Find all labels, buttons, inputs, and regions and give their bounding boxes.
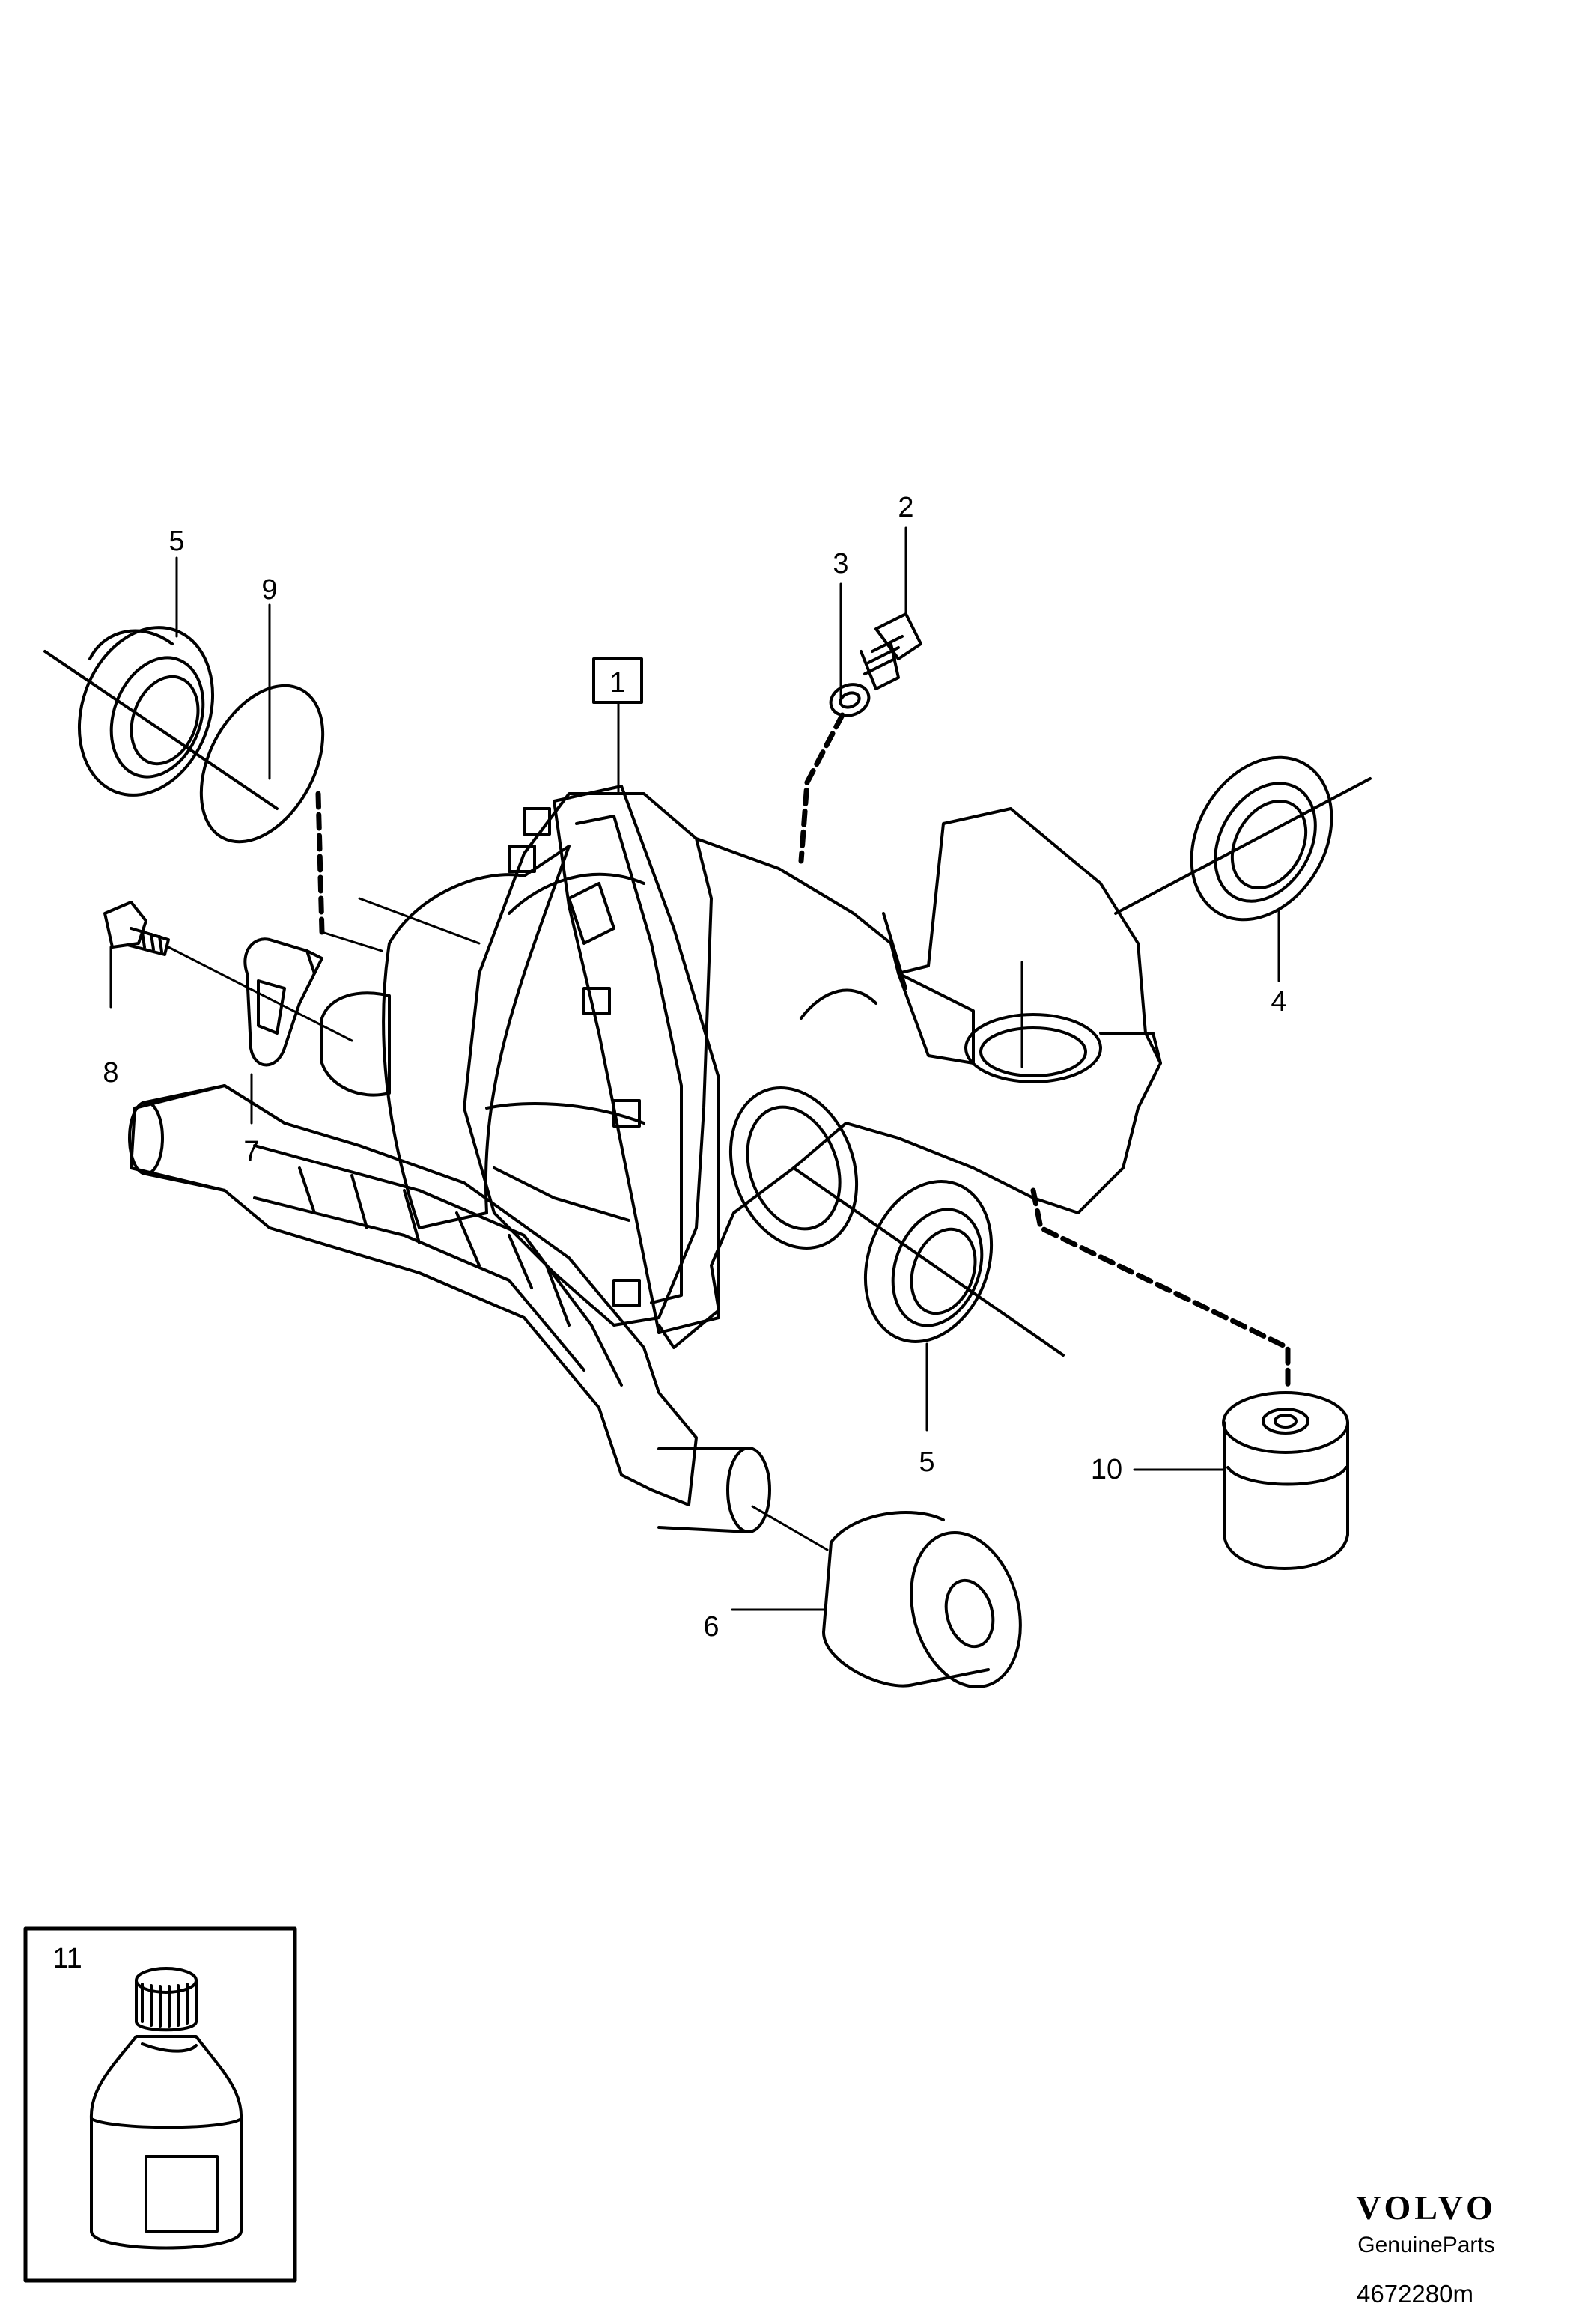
bolt-8 bbox=[103, 901, 170, 956]
assembly-dashed-lines bbox=[315, 712, 1291, 1392]
callout-9: 9 bbox=[261, 574, 277, 606]
oil-bottle-11 bbox=[23, 1926, 297, 2283]
o-ring-9 bbox=[199, 684, 325, 844]
callout-7: 7 bbox=[243, 1136, 259, 1167]
callout-8: 8 bbox=[103, 1057, 118, 1089]
callout-5-bottom: 5 bbox=[919, 1447, 934, 1478]
callout-5-top: 5 bbox=[168, 526, 184, 557]
differential-housing bbox=[320, 785, 1162, 1349]
leader-lines bbox=[109, 526, 1280, 1611]
callout-6: 6 bbox=[703, 1611, 719, 1643]
plug-2 bbox=[860, 612, 922, 690]
callout-11: 11 bbox=[52, 1943, 82, 1974]
callout-1: 1 bbox=[609, 667, 625, 699]
callout-10: 10 bbox=[1091, 1454, 1122, 1485]
clip-7 bbox=[243, 937, 323, 1067]
drawing-number: 4672280m bbox=[1357, 2280, 1473, 2308]
seal-4 bbox=[1114, 755, 1372, 922]
bushing-6 bbox=[822, 1511, 1022, 1689]
callout-2: 2 bbox=[898, 492, 913, 523]
brand-subtitle: GenuineParts bbox=[1357, 2233, 1495, 2257]
seal-5-bottom bbox=[792, 1166, 1065, 1357]
callout-box-1 bbox=[592, 657, 643, 704]
callout-3: 3 bbox=[833, 548, 848, 580]
callout-4: 4 bbox=[1271, 986, 1286, 1017]
subframe-arm bbox=[128, 1084, 771, 1533]
seal-5-top bbox=[43, 626, 279, 810]
brand-logo: VOLVO bbox=[1356, 2188, 1497, 2227]
bushing-10 bbox=[1222, 1391, 1349, 1570]
washer-3 bbox=[829, 683, 871, 717]
